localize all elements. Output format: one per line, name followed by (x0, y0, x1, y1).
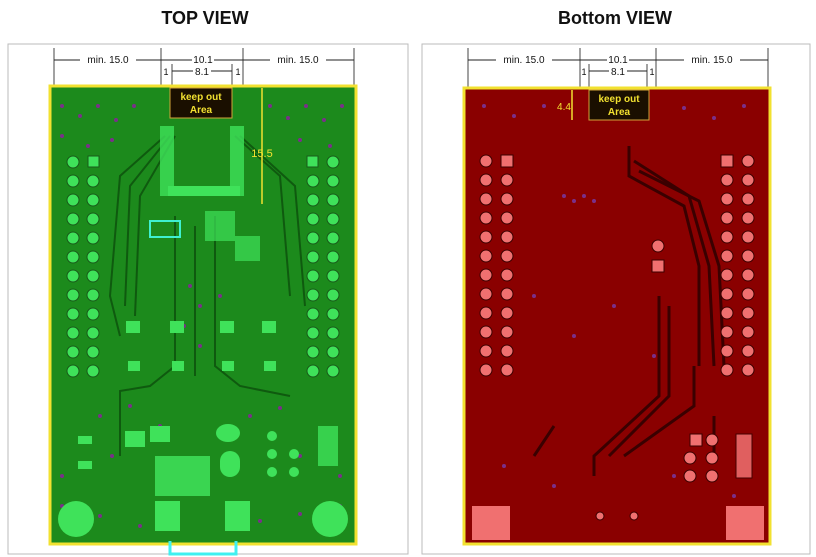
bottom-view-diagram: min. 15.0 10.1 min. 15.0 8.1 1 1 (421, 43, 811, 555)
top-mount-hole-right (312, 501, 348, 537)
top-dim-edge-left: 1 (163, 67, 168, 77)
bottom-board (462, 86, 772, 546)
bottom-view-title: Bottom VIEW (558, 8, 672, 28)
bottom-dim-inner: 8.1 (611, 67, 625, 78)
top-height-dim: 15.5 (251, 148, 272, 160)
bottom-left-header (479, 154, 514, 377)
top-dim-edge-right: 1 (235, 67, 240, 77)
bottom-misc-pads (595, 239, 753, 521)
bottom-height-dim: 4.4 (557, 102, 571, 113)
top-right-header (306, 155, 340, 378)
top-left-header (66, 155, 100, 378)
top-dim-right: min. 15.0 (277, 55, 319, 66)
bottom-dim-left: min. 15.0 (503, 55, 545, 66)
top-mount-hole-left (58, 501, 94, 537)
top-keepout-box (169, 87, 233, 119)
bottom-dim-edge-left: 1 (581, 67, 586, 77)
top-module-pads (149, 126, 260, 261)
top-dim-left: min. 15.0 (87, 55, 129, 66)
top-view-diagram: min. 15.0 10.1 min. 15.0 8.1 1 1 (7, 43, 409, 556)
bottom-corner-pad-left (472, 506, 510, 540)
top-dim-inner: 8.1 (195, 67, 209, 78)
top-keepout-line2: Area (190, 105, 213, 116)
top-view-title: TOP VIEW (161, 8, 249, 28)
bottom-frame (421, 43, 811, 555)
bottom-right-header (720, 154, 755, 377)
top-keepout-line1: keep out (180, 92, 222, 103)
bottom-dim-right: min. 15.0 (691, 55, 733, 66)
top-usb-outline (168, 541, 238, 556)
bottom-corner-pad-right (726, 506, 764, 540)
bottom-keepout-line2: Area (608, 107, 631, 118)
bottom-vias (482, 104, 746, 498)
top-dim-center: 10.1 (193, 55, 213, 66)
bottom-keepout-line1: keep out (598, 94, 640, 105)
bottom-keepout-box (588, 89, 650, 121)
bottom-dim-edge-right: 1 (649, 67, 654, 77)
bottom-dim-center: 10.1 (608, 55, 628, 66)
bottom-traces (532, 146, 726, 476)
top-components (78, 321, 338, 531)
